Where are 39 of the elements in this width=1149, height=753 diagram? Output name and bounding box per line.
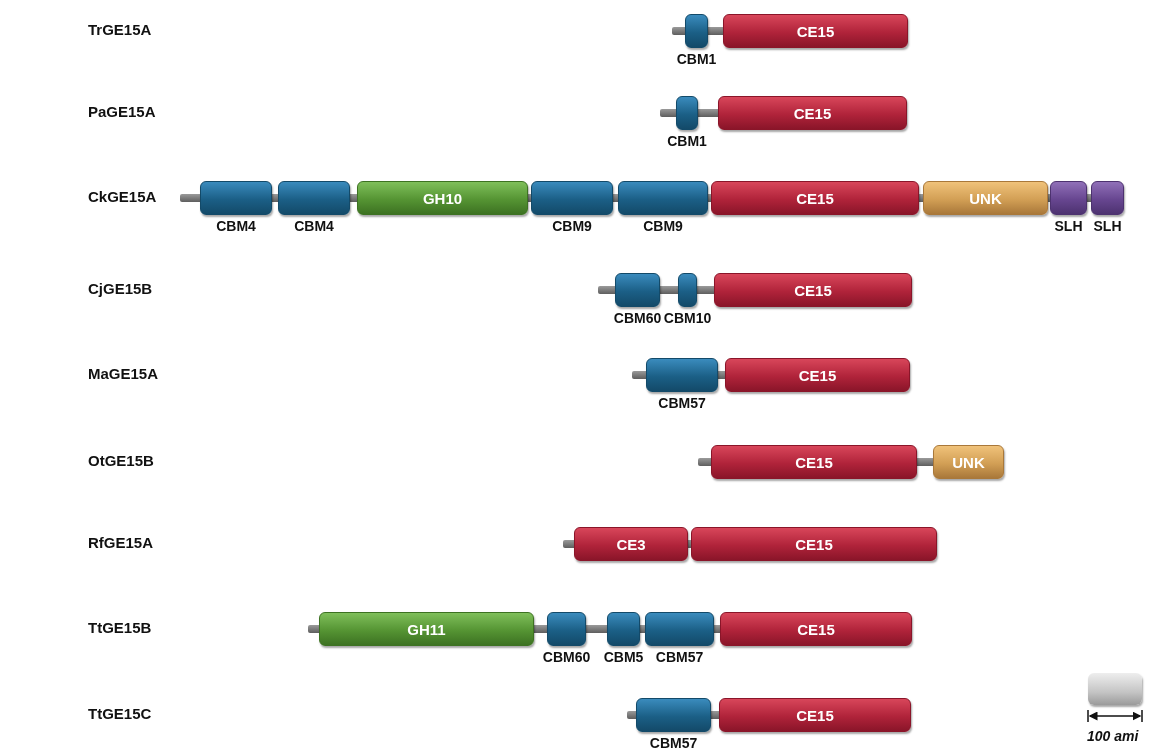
domain-label: CBM1	[676, 51, 717, 67]
domain-box: CE15	[723, 14, 908, 48]
domain-label: CBM5	[603, 649, 644, 665]
domain-label: CBM60	[613, 310, 662, 326]
domain-label: CBM1	[667, 133, 707, 149]
protein-name: RfGE15A	[88, 534, 154, 551]
protein-name: CjGE15B	[88, 280, 153, 297]
domain-box: UNK	[923, 181, 1048, 215]
domain-box: CE3	[574, 527, 688, 561]
domain-box: CE15	[714, 273, 912, 307]
scale-label: 100 ami	[1087, 728, 1139, 744]
protein-name: PaGE15A	[88, 103, 156, 120]
domain-box: CE15	[718, 96, 907, 130]
domain-label: CBM60	[542, 649, 591, 665]
domain-label: CBM9	[552, 218, 592, 234]
domain-box: CE15	[719, 698, 911, 732]
protein-name: OtGE15B	[88, 452, 154, 469]
protein-name: TrGE15A	[88, 21, 152, 38]
domain-box: CE15	[725, 358, 910, 392]
domain-label: CBM9	[643, 218, 683, 234]
domain-box: GH11	[319, 612, 534, 646]
domain-label: SLH	[1093, 218, 1122, 234]
domain-label: CBM57	[649, 735, 698, 751]
protein-name: TtGE15C	[88, 705, 152, 722]
domain-label: SLH	[1054, 218, 1083, 234]
domain-label: CBM4	[294, 218, 334, 234]
protein-name: MaGE15A	[88, 365, 159, 382]
domain-box: CE15	[720, 612, 912, 646]
protein-name: CkGE15A	[88, 188, 157, 205]
domain-label: CBM10	[663, 310, 712, 326]
domain-label: CBM4	[216, 218, 256, 234]
domain-box: UNK	[933, 445, 1004, 479]
domain-label: CBM57	[655, 649, 704, 665]
protein-name: TtGE15B	[88, 619, 152, 636]
domain-label: CBM57	[658, 395, 706, 411]
domain-box: GH10	[357, 181, 528, 215]
domain-box: CE15	[691, 527, 937, 561]
domain-box: CE15	[711, 445, 917, 479]
domain-box: CE15	[711, 181, 919, 215]
